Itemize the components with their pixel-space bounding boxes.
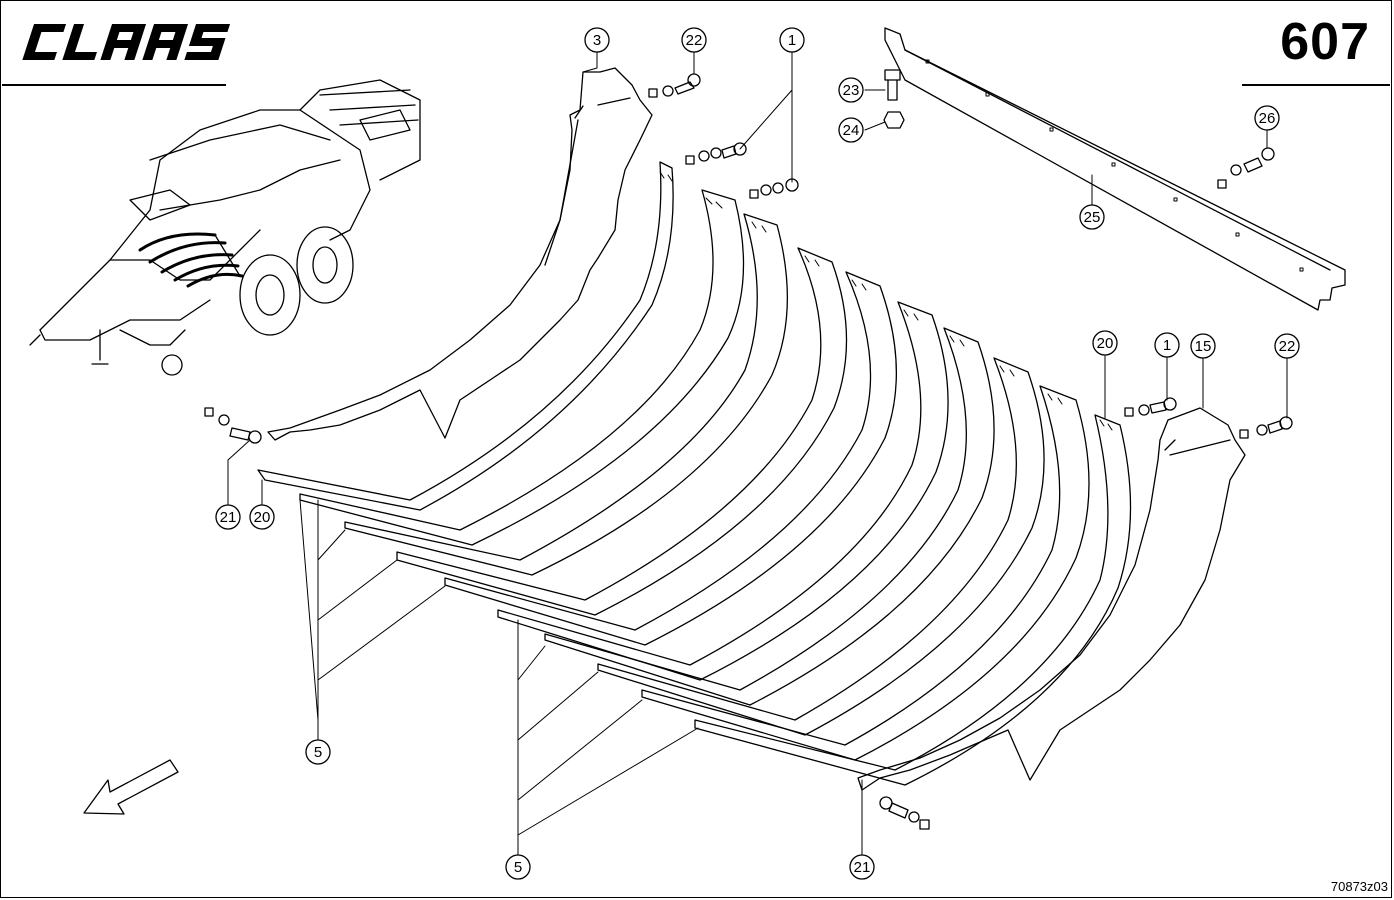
callout-1-top[interactable]: 1 [779, 27, 805, 53]
callout-24[interactable]: 24 [838, 117, 864, 143]
callout-5-left[interactable]: 5 [305, 739, 331, 765]
callout-20-right[interactable]: 20 [1092, 330, 1118, 356]
callout-3[interactable]: 3 [584, 27, 610, 53]
callout-15[interactable]: 15 [1190, 333, 1216, 359]
callout-5-bottom[interactable]: 5 [505, 854, 531, 880]
travel-direction-arrow [83, 759, 179, 815]
drawing-code: 70873z03 [1330, 879, 1388, 894]
side-guide-right [857, 407, 1246, 791]
svg-text:25: 25 [1084, 209, 1101, 226]
svg-text:20: 20 [254, 509, 271, 526]
svg-text:21: 21 [220, 509, 237, 526]
svg-text:15: 15 [1195, 338, 1212, 355]
baler-overview-illustration [29, 79, 421, 376]
header-rule-left [2, 84, 226, 86]
callout-20-left[interactable]: 20 [249, 504, 275, 530]
callout-23[interactable]: 23 [838, 77, 864, 103]
callout-22-right[interactable]: 22 [1274, 333, 1300, 359]
callout-1-right[interactable]: 1 [1154, 332, 1180, 358]
svg-text:22: 22 [686, 32, 703, 49]
svg-text:22: 22 [1279, 338, 1296, 355]
side-guide-left [267, 67, 653, 441]
svg-text:5: 5 [514, 859, 522, 876]
svg-text:21: 21 [854, 859, 871, 876]
page-number: 607 [1280, 13, 1370, 71]
callout-21-left[interactable]: 21 [215, 504, 241, 530]
callout-26[interactable]: 26 [1254, 105, 1280, 131]
callout-balloons: 3 22 1 23 24 26 25 20 1 15 22 21 20 5 5 … [215, 27, 1300, 880]
claas-logo [22, 24, 231, 60]
header-rule-right [1242, 84, 1390, 86]
cross-member [884, 27, 1346, 311]
svg-text:24: 24 [843, 122, 860, 139]
svg-text:5: 5 [314, 744, 322, 761]
curved-tines [257, 161, 1132, 786]
svg-text:23: 23 [843, 82, 860, 99]
svg-text:1: 1 [788, 32, 796, 49]
callout-21-bottom[interactable]: 21 [849, 854, 875, 880]
svg-text:1: 1 [1163, 337, 1171, 354]
callout-25[interactable]: 25 [1079, 204, 1105, 230]
hardware [204, 69, 1293, 830]
svg-text:3: 3 [593, 32, 601, 49]
leader-lines [227, 51, 1288, 856]
callout-22-top[interactable]: 22 [681, 27, 707, 53]
svg-text:20: 20 [1097, 335, 1114, 352]
svg-text:26: 26 [1259, 110, 1276, 127]
